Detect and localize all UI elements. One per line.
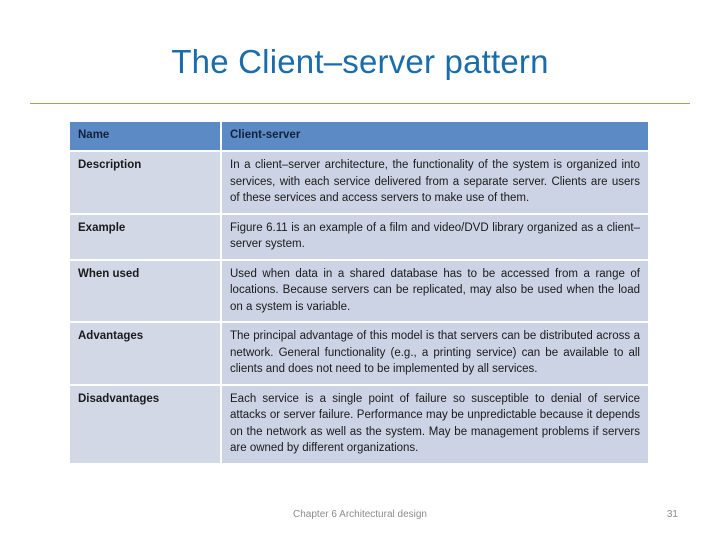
table-row: Description In a client–server architect… xyxy=(70,150,648,213)
row-value-disadvantages: Each service is a single point of failur… xyxy=(222,383,648,463)
row-label-advantages: Advantages xyxy=(70,321,222,384)
table-header-row: Name Client-server xyxy=(70,122,648,150)
page-title: The Client–server pattern xyxy=(171,43,549,80)
table-row: Disadvantages Each service is a single p… xyxy=(70,383,648,463)
table-row: Example Figure 6.11 is an example of a f… xyxy=(70,212,648,259)
row-label-when-used: When used xyxy=(70,258,222,321)
table-row: Advantages The principal advantage of th… xyxy=(70,321,648,384)
row-value-when-used: Used when data in a shared database has … xyxy=(222,258,648,321)
slide-footer: Chapter 6 Architectural design 31 xyxy=(0,508,720,526)
pattern-table: Name Client-server Description In a clie… xyxy=(70,122,648,463)
footer-page-number: 31 xyxy=(666,509,678,520)
row-label-description: Description xyxy=(70,150,222,213)
row-value-example: Figure 6.11 is an example of a film and … xyxy=(222,212,648,259)
footer-chapter-label: Chapter 6 Architectural design xyxy=(293,509,427,520)
row-label-disadvantages: Disadvantages xyxy=(70,383,222,463)
row-label-example: Example xyxy=(70,212,222,259)
table-header-name: Name xyxy=(70,122,222,150)
table-row: When used Used when data in a shared dat… xyxy=(70,258,648,321)
title-divider xyxy=(30,103,690,104)
row-value-description: In a client–server architecture, the fun… xyxy=(222,150,648,213)
table-header-pattern: Client-server xyxy=(222,122,648,150)
row-value-advantages: The principal advantage of this model is… xyxy=(222,321,648,384)
